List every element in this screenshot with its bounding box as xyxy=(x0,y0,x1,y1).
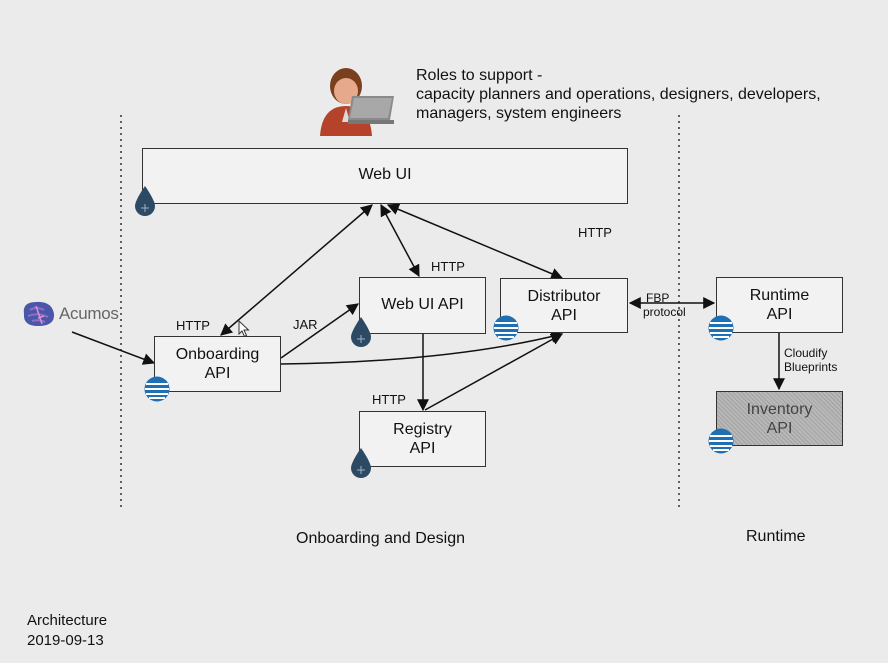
runtime-api-label-1: Runtime xyxy=(749,287,810,304)
edge-webui-onboarding xyxy=(220,204,373,336)
registry-api-label-1: Registry xyxy=(393,421,452,438)
jar-label: JAR xyxy=(293,317,318,332)
web-ui-box[interactable]: Web UI xyxy=(142,148,628,204)
http-label-top-right: HTTP xyxy=(578,225,612,240)
cloudify-blueprints-label: Cloudify Blueprints xyxy=(784,346,837,374)
footer-date: 2019-09-13 xyxy=(27,632,104,649)
web-ui-api-box[interactable]: Web UI API xyxy=(359,277,486,334)
registry-api-label-2: API xyxy=(409,440,436,457)
edge-onboarding-webuiapi xyxy=(280,303,359,359)
edge-registry-distributor xyxy=(424,333,564,411)
onboarding-api-label-1: Onboarding xyxy=(175,346,260,363)
section-runtime: Runtime xyxy=(746,528,806,545)
http-label-registry: HTTP xyxy=(372,392,406,407)
edge-acumos-onboarding xyxy=(71,331,156,365)
web-ui-api-label: Web UI API xyxy=(381,296,464,313)
cloudify-label-2: Blueprints xyxy=(784,360,838,374)
inventory-api-box[interactable]: Inventory API xyxy=(716,391,843,446)
runtime-api-label-2: API xyxy=(766,306,793,323)
att-globe-icon xyxy=(493,315,519,341)
edge-webui-distributor xyxy=(386,203,564,280)
att-globe-icon xyxy=(708,428,734,454)
inventory-api-label-1: Inventory xyxy=(746,400,813,418)
distributor-api-box[interactable]: Distributor API xyxy=(500,278,628,333)
onboarding-api-label-2: API xyxy=(204,365,231,382)
http-label-webui-api: HTTP xyxy=(431,259,465,274)
acumos-label: Acumos xyxy=(59,304,119,323)
roles-line-3: managers, system engineers xyxy=(416,105,622,122)
att-globe-icon xyxy=(708,315,734,341)
footer: Architecture 2019-09-13 xyxy=(27,611,107,651)
section-onboarding-design: Onboarding and Design xyxy=(296,530,466,547)
runtime-api-box[interactable]: Runtime API xyxy=(716,277,843,333)
edge-onboarding-distributor xyxy=(280,330,564,365)
att-globe-icon xyxy=(144,376,170,402)
user-avatar-icon xyxy=(320,68,394,136)
cloudify-label-1: Cloudify xyxy=(784,346,828,360)
acumos-logo-icon xyxy=(23,301,55,326)
distributor-api-label-2: API xyxy=(551,306,577,324)
fbp-label-2: protocol xyxy=(643,305,686,319)
registry-api-box[interactable]: Registry API xyxy=(359,411,486,467)
web-ui-label: Web UI xyxy=(358,165,412,183)
onboarding-api-box[interactable]: Onboarding API xyxy=(154,336,281,392)
distributor-api-label-1: Distributor xyxy=(527,287,601,305)
footer-title: Architecture xyxy=(27,612,108,629)
drop-icon xyxy=(351,448,371,478)
roles-line-1: Roles to support - xyxy=(416,67,543,84)
roles-description: Roles to support - capacity planners and… xyxy=(416,66,821,123)
inventory-api-label-2: API xyxy=(766,419,793,437)
fbp-label-1: FBP xyxy=(646,291,670,305)
drop-icon xyxy=(351,317,371,347)
mouse-cursor-icon xyxy=(238,320,250,338)
drop-icon xyxy=(135,186,155,216)
roles-line-2: capacity planners and operations, design… xyxy=(416,86,821,103)
fbp-protocol-label: FBP protocol xyxy=(643,291,686,319)
http-label-onboarding: HTTP xyxy=(176,318,210,333)
